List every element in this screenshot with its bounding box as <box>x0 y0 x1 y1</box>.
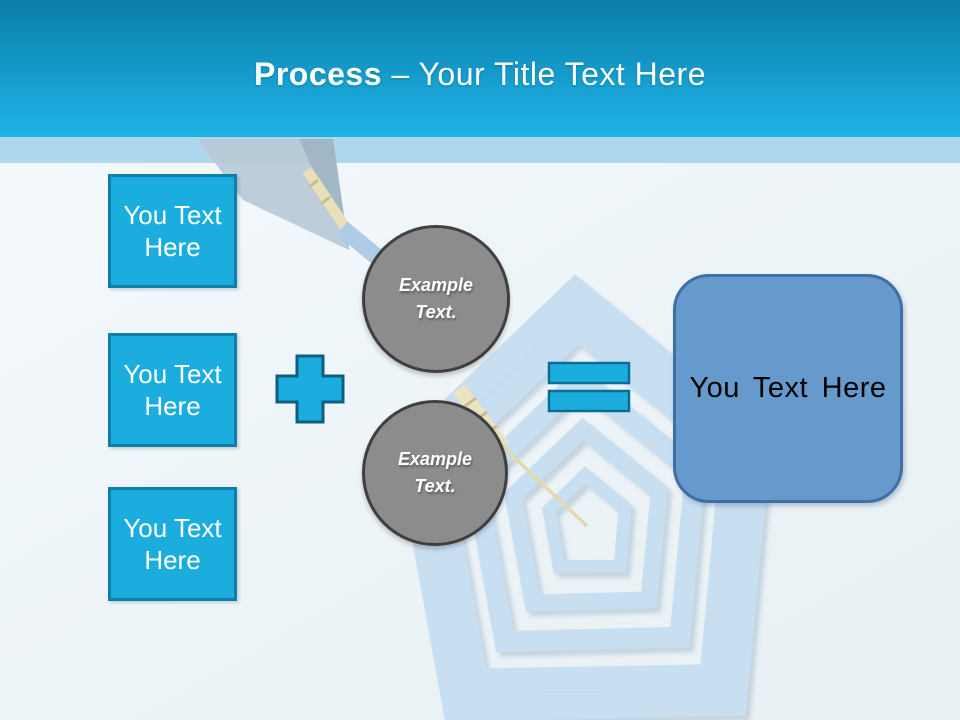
process-circle-2[interactable]: Example Text. <box>362 400 508 546</box>
input-box-3[interactable]: You Text Here <box>108 487 237 601</box>
page-title-bold: Process <box>253 56 383 92</box>
equals-icon[interactable] <box>543 357 637 419</box>
header-accent-band <box>0 137 960 163</box>
process-circle-1-label: Example Text. <box>398 275 474 322</box>
page-title[interactable]: Process – Your Title Text Here <box>254 56 706 93</box>
input-box-2[interactable]: You Text Here <box>108 333 237 447</box>
result-box-label: You Text Here <box>689 372 887 404</box>
input-box-1[interactable]: You Text Here <box>108 174 237 288</box>
result-box[interactable]: You Text Here <box>673 274 903 503</box>
process-circle-2-label: Example Text. <box>397 449 473 496</box>
slide-header: Process – Your Title Text Here <box>0 0 960 137</box>
plus-icon[interactable] <box>270 349 352 431</box>
input-box-1-label: You Text Here <box>123 199 222 263</box>
input-box-2-label: You Text Here <box>123 358 222 422</box>
input-box-3-label: You Text Here <box>123 512 222 576</box>
process-circle-1[interactable]: Example Text. <box>362 225 510 373</box>
page-title-rest: – Your Title Text Here <box>382 56 706 92</box>
